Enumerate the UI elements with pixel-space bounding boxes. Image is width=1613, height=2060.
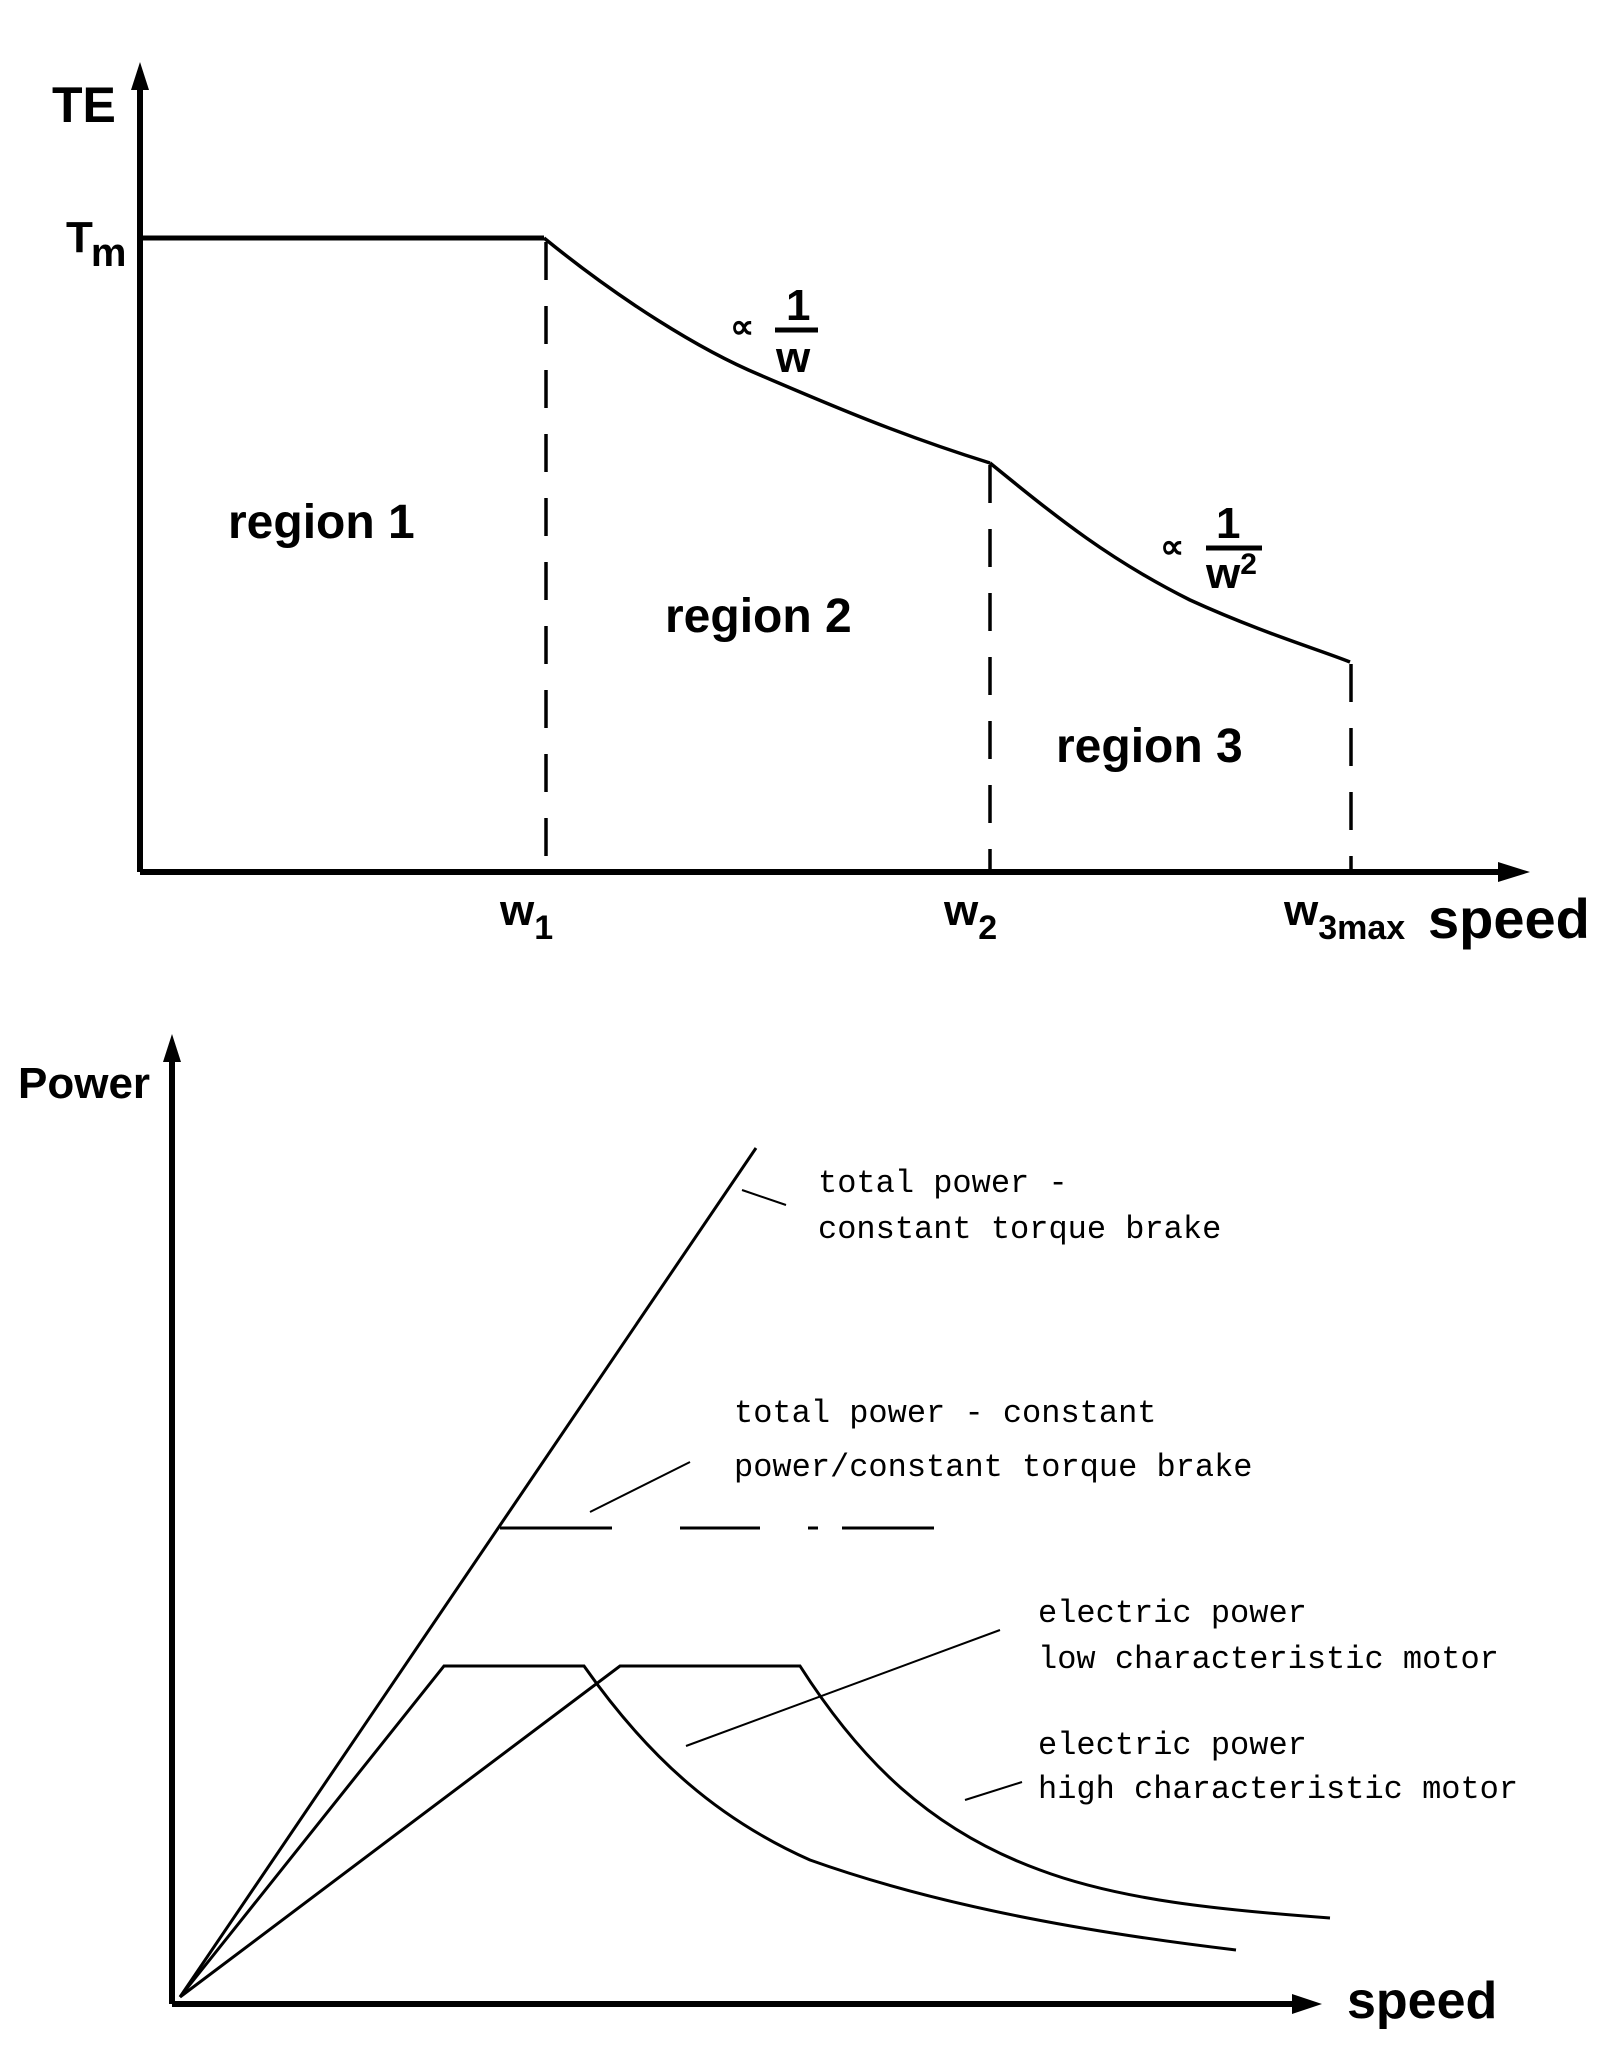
- annotation-low-motor-line2: low characteristic motor: [1038, 1641, 1499, 1678]
- leader-line-high-motor: [964, 1781, 1023, 1801]
- annotation-high-motor-line1: electric power: [1038, 1727, 1307, 1764]
- annotation-low-motor-line1: electric power: [1038, 1595, 1307, 1632]
- power-speed-chart: Power speed total power - constant torqu…: [18, 1034, 1518, 2030]
- torque-speed-chart: TE Tm region 1 region 2 region 3 ∝ 1 w ∝…: [52, 62, 1590, 950]
- fraction-denominator: w: [775, 333, 811, 382]
- annotation-total-power-line2: constant torque brake: [818, 1211, 1221, 1248]
- proportional-symbol: ∝: [1160, 528, 1184, 566]
- low-characteristic-motor-curve: [178, 1664, 1237, 1998]
- w2-tick-label: w2: [943, 886, 997, 947]
- region-2-label: region 2: [665, 590, 852, 643]
- inverse-w-squared-annotation: ∝ 1 w2: [1160, 499, 1262, 598]
- inverse-w-squared-curve: [988, 461, 1351, 664]
- te-axis-label: TE: [52, 77, 116, 133]
- fraction-numerator: 1: [786, 281, 810, 330]
- w3max-tick-label: w3max: [1283, 886, 1405, 947]
- region-1-label: region 1: [228, 496, 415, 549]
- inverse-w-annotation: ∝ 1 w: [730, 281, 818, 382]
- speed-axis-arrow-icon: [1498, 862, 1530, 882]
- power-axis-arrow-icon: [163, 1034, 181, 1062]
- fraction-denominator: w2: [1205, 548, 1257, 598]
- speed-axis-arrow-icon: [1292, 1994, 1322, 2014]
- inverse-w-curve: [542, 236, 991, 465]
- annotation-total-power-line1: total power -: [818, 1165, 1068, 1202]
- speed-axis-label: speed: [1347, 1972, 1497, 2030]
- w1-tick-label: w1: [499, 886, 553, 947]
- tm-label: Tm: [66, 213, 126, 275]
- region-3-label: region 3: [1056, 720, 1243, 773]
- leader-line-low-motor: [685, 1629, 1001, 1747]
- leader-line-constant-power: [589, 1461, 691, 1513]
- high-characteristic-motor-curve: [179, 1664, 1331, 1999]
- annotation-high-motor-line2: high characteristic motor: [1038, 1771, 1518, 1808]
- proportional-symbol: ∝: [730, 308, 754, 346]
- annotation-constant-power-line1: total power - constant: [734, 1395, 1156, 1432]
- te-axis-arrow-icon: [131, 62, 149, 90]
- power-axis-label: Power: [18, 1059, 150, 1108]
- leader-line-total-power: [741, 1189, 787, 1206]
- speed-axis-label: speed: [1428, 887, 1590, 950]
- annotation-constant-power-line2: power/constant torque brake: [734, 1449, 1252, 1486]
- constant-torque-power-line: [178, 1147, 758, 1998]
- fraction-numerator: 1: [1216, 499, 1240, 548]
